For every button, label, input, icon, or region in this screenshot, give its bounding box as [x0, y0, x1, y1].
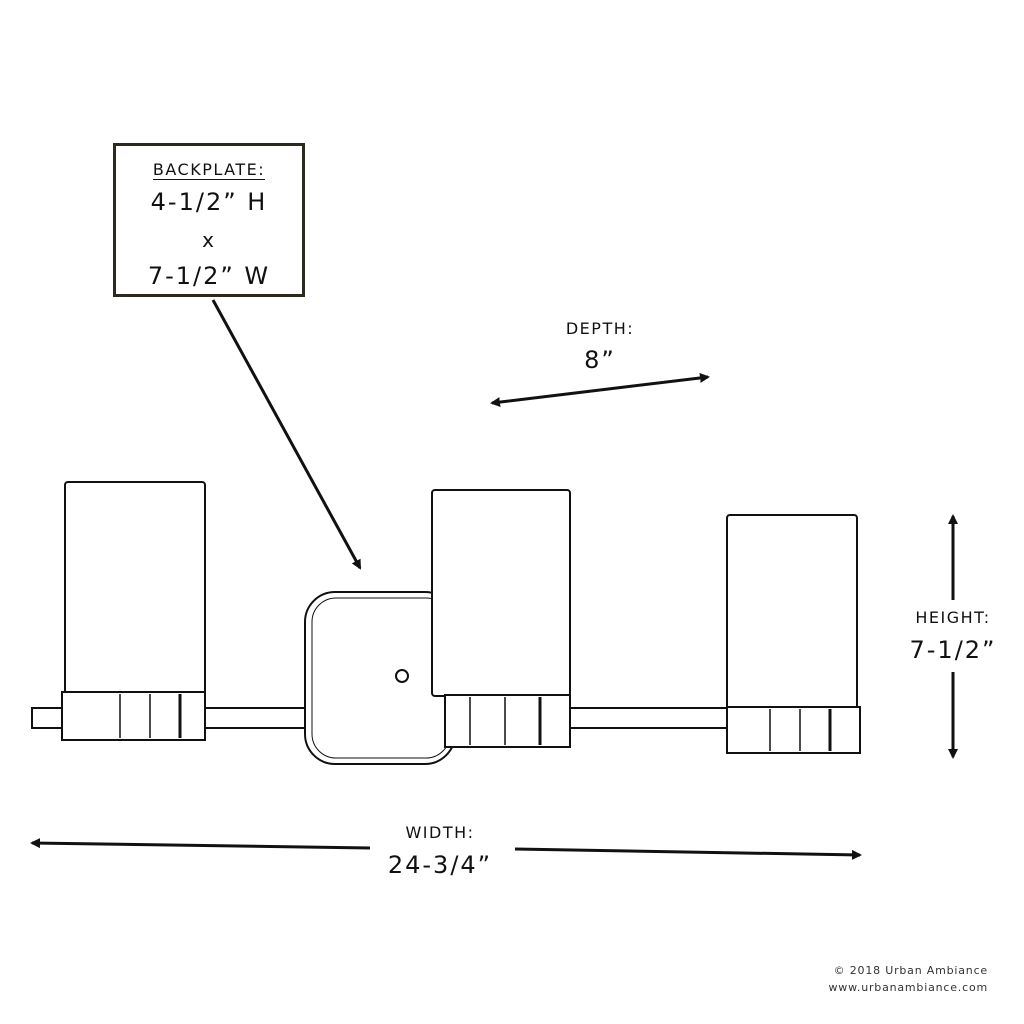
backplate-height: 4-1/2” H	[150, 188, 268, 216]
depth-value: 8”	[584, 346, 616, 374]
collar-left	[61, 691, 206, 741]
width-arrow-left	[30, 838, 371, 850]
depth-label: DEPTH:	[565, 319, 635, 338]
depth-arrow-left	[490, 388, 601, 408]
backplate-width: 7-1/2” W	[147, 262, 271, 290]
website-link[interactable]: www.urbanambiance.com	[828, 981, 988, 994]
width-value: 24-3/4”	[387, 851, 493, 879]
collar-center	[444, 694, 571, 748]
backplate-title: BACKPLATE:	[152, 160, 266, 180]
glass-shade-center	[431, 489, 571, 697]
depth-arrow-right	[599, 372, 710, 392]
copyright-text: © 2018 Urban Ambiance	[833, 964, 988, 977]
backplate-dimension-box: BACKPLATE: 4-1/2” H x 7-1/2” W	[113, 143, 305, 297]
height-value: 7-1/2”	[909, 636, 997, 664]
glass-shade-right	[726, 514, 858, 710]
height-label: HEIGHT:	[915, 608, 991, 627]
mounting-screw	[395, 669, 409, 683]
collar-right	[726, 706, 861, 754]
backplate-pointer-arrow	[211, 299, 362, 570]
backplate-times: x	[202, 228, 216, 252]
glass-shade-left	[64, 481, 206, 695]
width-label: WIDTH:	[405, 823, 475, 842]
light-fixture	[31, 481, 861, 765]
width-arrow-right	[514, 847, 862, 860]
